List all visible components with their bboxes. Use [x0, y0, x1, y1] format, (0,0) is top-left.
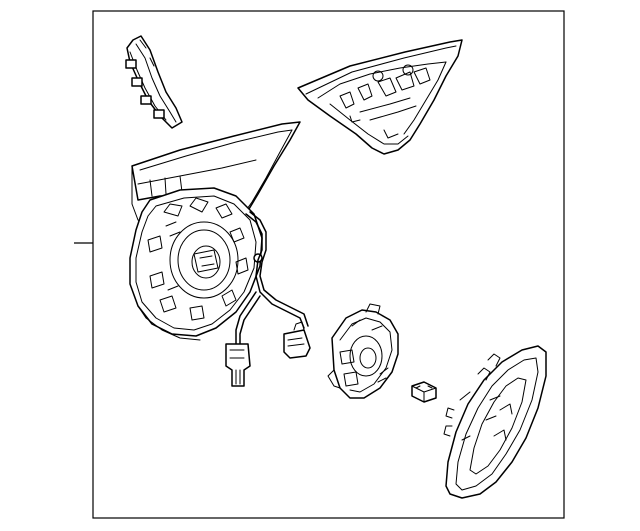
mounting-screw	[411, 381, 437, 403]
mirror-cover-trim-strip	[125, 35, 183, 129]
mirror-motor-actuator	[327, 303, 399, 399]
mirror-cover-cap	[297, 39, 463, 155]
mirror-housing-with-wire-harness	[129, 121, 311, 387]
diagram-frame	[92, 10, 565, 519]
mirror-glass	[443, 345, 547, 499]
